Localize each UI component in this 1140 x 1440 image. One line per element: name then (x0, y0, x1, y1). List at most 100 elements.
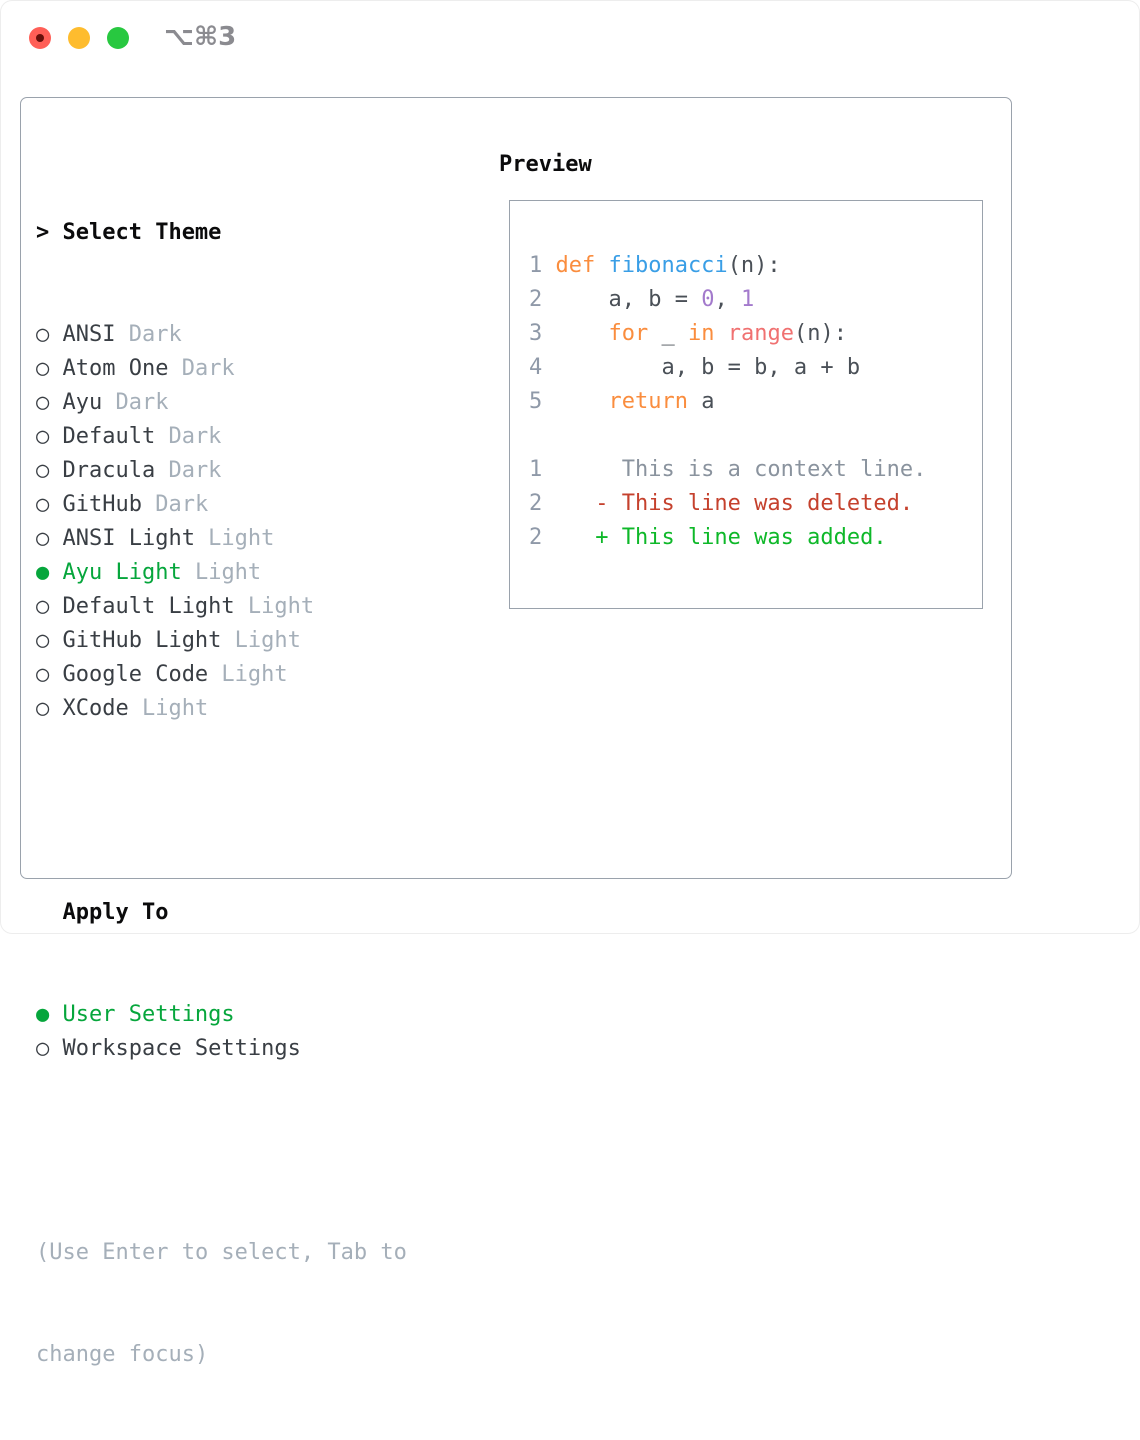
code-token-number: 0 (701, 287, 715, 312)
radio-unselected-icon: ○ (36, 526, 50, 551)
line-number: 2 (529, 525, 543, 550)
code-token-added: + This line was added. (555, 525, 887, 550)
code-line: 2 a, b = 0, 1 (529, 283, 926, 317)
theme-label: Google Code (62, 662, 209, 687)
radio-unselected-icon: ○ (36, 458, 50, 483)
theme-variant-tag: Dark (155, 458, 222, 483)
code-token-keyword: for (608, 321, 649, 346)
code-token-fg: a, b = (555, 287, 702, 312)
theme-label: Default Light (62, 594, 235, 619)
code-line: 1 This is a context line. (529, 453, 926, 487)
theme-variant-tag: Dark (168, 356, 235, 381)
code-token-function: fibonacci (608, 253, 728, 278)
theme-item-default[interactable]: ○Default Dark (36, 420, 407, 454)
theme-variant-tag: Light (181, 560, 262, 585)
theme-variant-tag: Dark (115, 322, 182, 347)
code-token-keyword: in (687, 321, 715, 346)
theme-label: GitHub (62, 492, 142, 517)
theme-variant-tag: Dark (102, 390, 169, 415)
code-token-fg: , (714, 287, 741, 312)
code-line: 5 return a (529, 385, 926, 419)
line-number: 3 (529, 321, 543, 346)
zoom-button[interactable] (107, 27, 129, 49)
code-token-keyword: def (555, 253, 609, 278)
spacer (36, 794, 407, 828)
apply-to-header: Apply To (62, 900, 169, 925)
radio-unselected-icon: ○ (36, 390, 50, 415)
radio-unselected-icon: ○ (36, 424, 50, 449)
theme-item-xcode[interactable]: ○XCode Light (36, 692, 407, 726)
hint-line-2: change focus) (36, 1342, 209, 1367)
theme-item-atom-one[interactable]: ○ Atom One Dark (36, 352, 407, 386)
minimize-button[interactable] (68, 27, 90, 49)
code-line: 1 def fibonacci(n): (529, 249, 926, 283)
radio-selected-icon: ● (36, 1002, 50, 1027)
theme-item-google-code[interactable]: ○Google Code Light (36, 658, 407, 692)
code-token-fg: (n): (727, 253, 781, 278)
line-number: 4 (529, 355, 543, 380)
radio-unselected-icon: ○ (36, 356, 50, 381)
code-line: 4 a, b = b, a + b (529, 351, 926, 385)
theme-label: ANSI (62, 322, 116, 347)
left-column: > Select Theme ○ ANSI Dark ○ Atom One Dark ○ A… (36, 148, 407, 1440)
line-number: 1 (529, 253, 543, 278)
theme-picker-panel: > Select Theme ○ ANSI Dark ○ Atom One Dark ○ A… (20, 97, 1012, 1367)
hint-line-1: (Use Enter to select, Tab to (36, 1240, 407, 1265)
theme-item-default-light[interactable]: ○Default Light Light (36, 590, 407, 624)
radio-unselected-icon: ○ (36, 492, 50, 517)
code-line: 3 for _ in range(n): (529, 317, 926, 351)
apply-option-workspace-settings[interactable]: ○Workspace Settings (36, 1032, 407, 1066)
code-token-keyword: return (608, 389, 688, 414)
theme-item-github[interactable]: ○ GitHub Dark (36, 488, 407, 522)
theme-label: Dracula (62, 458, 156, 483)
line-number: 2 (529, 491, 543, 516)
code-token-fg (555, 389, 608, 414)
code-token-fg: (n): (793, 321, 847, 346)
theme-label: Ayu (62, 390, 103, 415)
radio-selected-icon: ● (36, 560, 50, 585)
select-theme-header: Select Theme (62, 220, 222, 245)
code-token-fg (714, 321, 727, 346)
theme-variant-tag: Dark (141, 492, 209, 517)
code-line: 2 + This line was added. (529, 521, 926, 555)
window-title: ⌥⌘3 (164, 22, 237, 52)
code-token-number: 1 (740, 287, 755, 312)
apply-to-header-row: Apply To (36, 896, 407, 930)
traffic-lights (29, 27, 129, 49)
close-button[interactable] (29, 27, 51, 49)
line-number: 1 (529, 457, 543, 482)
spacer (36, 1134, 407, 1168)
theme-item-github-light[interactable]: ○GitHub Light Light (36, 624, 407, 658)
theme-variant-tag: Light (194, 526, 275, 551)
theme-item-ayu-light[interactable]: ● Ayu Light Light (36, 556, 407, 590)
theme-variant-tag: Light (234, 594, 315, 619)
theme-item-ansi-light[interactable]: ○ ANSI Light Light (36, 522, 407, 556)
code-line: 2 - This line was deleted. (529, 487, 926, 521)
theme-item-ayu[interactable]: ○ Ayu Dark (36, 386, 407, 420)
theme-label: Atom One (62, 356, 169, 381)
theme-variant-tag: Light (128, 696, 209, 721)
theme-label: ANSI Light (62, 526, 195, 551)
radio-unselected-icon: ○ (36, 322, 50, 347)
code-token-deleted: - This line was deleted. (555, 491, 914, 516)
code-token-fg: _ (648, 321, 688, 346)
cursor-icon: > (36, 220, 50, 245)
apply-option-user-settings[interactable]: ●User Settings (36, 998, 407, 1032)
code-token-fg: a, b = b, a + b (555, 355, 861, 380)
theme-variant-tag: Light (208, 662, 288, 687)
preview-header: Preview (499, 152, 592, 177)
theme-item-ansi[interactable]: ○ ANSI Dark (36, 318, 407, 352)
theme-list: ○ANSI Dark○Atom One Dark○Ayu Dark○Defaul… (36, 318, 407, 726)
apply-option-label: Workspace Settings (62, 1036, 301, 1061)
code-token-fg (555, 321, 608, 346)
theme-label: Ayu Light (62, 560, 182, 585)
line-number: 5 (529, 389, 543, 414)
code-token-fg: a (687, 389, 715, 414)
theme-variant-tag: Light (221, 628, 301, 653)
code-token-context: This is a context line. (555, 457, 927, 482)
theme-item-dracula[interactable]: ○ Dracula Dark (36, 454, 407, 488)
apply-to-list: ●User Settings○Workspace Settings (36, 998, 407, 1066)
select-theme-header-row: > Select Theme (36, 216, 407, 250)
